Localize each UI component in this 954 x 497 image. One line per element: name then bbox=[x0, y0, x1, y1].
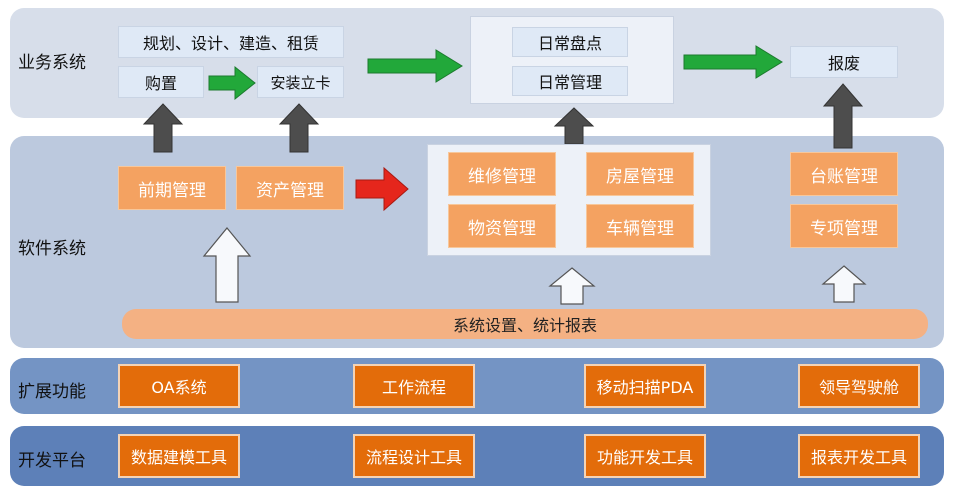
ext-box-pda: 移动扫描PDA bbox=[584, 364, 706, 408]
early-mgmt-box: 前期管理 bbox=[118, 166, 226, 210]
ext-box-oa: OA系统 bbox=[118, 364, 240, 408]
ledger-mgmt-box: 台账管理 bbox=[790, 152, 898, 196]
business-layer-label: 业务系统 bbox=[18, 53, 86, 73]
ext-box-workflow: 工作流程 bbox=[353, 364, 475, 408]
green-arrow-purchase-to-install bbox=[208, 65, 256, 101]
green-arrow-to-scrap bbox=[683, 45, 783, 79]
install-box: 安装立卡 bbox=[257, 66, 344, 98]
dev-box-flowdesign: 流程设计工具 bbox=[353, 434, 475, 478]
extension-layer-label: 扩展功能 bbox=[18, 382, 86, 402]
dark-arrow-up-daily bbox=[553, 107, 595, 145]
red-arrow-to-panel bbox=[355, 166, 409, 212]
material-mgmt-box: 物资管理 bbox=[448, 204, 556, 248]
dark-arrow-up-scrap bbox=[822, 83, 864, 149]
special-mgmt-box: 专项管理 bbox=[790, 204, 898, 248]
asset-mgmt-box: 资产管理 bbox=[236, 166, 344, 210]
vehicle-mgmt-box: 车辆管理 bbox=[586, 204, 694, 248]
daily-inventory-box: 日常盘点 bbox=[512, 27, 628, 57]
planning-box: 规划、设计、建造、租赁 bbox=[118, 26, 344, 58]
white-arrow-up-ledger bbox=[821, 265, 867, 303]
dev-box-datamodel: 数据建模工具 bbox=[118, 434, 240, 478]
white-arrow-up-early bbox=[202, 227, 252, 303]
green-arrow-to-daily bbox=[367, 49, 463, 83]
purchase-box: 购置 bbox=[118, 66, 204, 98]
devplatform-layer-label: 开发平台 bbox=[18, 451, 86, 471]
dev-box-funcdev: 功能开发工具 bbox=[584, 434, 706, 478]
repair-mgmt-box: 维修管理 bbox=[448, 152, 556, 196]
dark-arrow-up-install bbox=[278, 103, 320, 153]
housing-mgmt-box: 房屋管理 bbox=[586, 152, 694, 196]
dev-box-reportdev: 报表开发工具 bbox=[798, 434, 920, 478]
daily-management-box: 日常管理 bbox=[512, 66, 628, 96]
white-arrow-up-modules bbox=[548, 267, 596, 305]
dark-arrow-up-purchase bbox=[142, 103, 184, 153]
settings-bar: 系统设置、统计报表 bbox=[122, 309, 928, 339]
software-layer-label: 软件系统 bbox=[18, 239, 86, 259]
scrap-box: 报废 bbox=[790, 46, 898, 78]
ext-box-cockpit: 领导驾驶舱 bbox=[798, 364, 920, 408]
